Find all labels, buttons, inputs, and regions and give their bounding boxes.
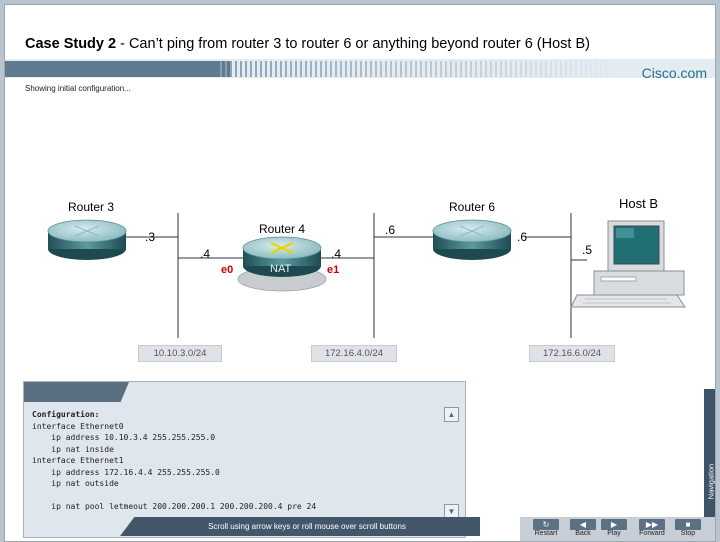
config-line: ip nat inside xyxy=(32,444,114,454)
config-line: ip address 172.16.4.4 255.255.255.0 xyxy=(32,467,220,477)
nat-badge: NAT xyxy=(270,263,291,275)
stop-button[interactable]: ■Stop xyxy=(672,518,704,539)
scroll-up-button[interactable]: ▲ xyxy=(444,407,459,422)
router-4-ip-right: .4 xyxy=(331,247,341,261)
configuration-panel: Configuration: interface Ethernet0 ip ad… xyxy=(23,381,466,538)
router-3-ip: .3 xyxy=(145,230,155,244)
router-3-icon[interactable] xyxy=(47,219,127,260)
config-panel-tab xyxy=(24,382,129,402)
stop-icon: ■ xyxy=(675,519,701,530)
config-text: Configuration: interface Ethernet0 ip ad… xyxy=(32,409,316,513)
page-title: Case Study 2 - Can’t ping from router 3 … xyxy=(25,36,590,52)
config-heading: Configuration: xyxy=(32,410,100,419)
play-icon: ▶ xyxy=(601,519,627,530)
lesson-window: Case Study 2 - Can’t ping from router 3 … xyxy=(4,4,716,542)
restart-label: Restart xyxy=(534,530,558,537)
config-line: ip nat pool letmeout 200.200.200.1 200.2… xyxy=(32,502,317,511)
title-rest: - Can’t ping from router 3 to router 6 o… xyxy=(116,36,590,52)
host-b-ip: .5 xyxy=(582,243,592,257)
config-line: interface Ethernet1 xyxy=(32,456,124,465)
router-4-label: Router 4 xyxy=(259,222,305,236)
back-icon: ◀ xyxy=(570,519,596,530)
navigation-bar: ↻Restart ◀Back ▶Play ▶▶Forward ■Stop xyxy=(520,517,715,541)
host-b-label: Host B xyxy=(619,196,658,211)
forward-button[interactable]: ▶▶Forward xyxy=(636,518,668,539)
header-bar xyxy=(5,59,715,78)
router-3-label: Router 3 xyxy=(68,200,114,214)
port-e0-label: e0 xyxy=(221,264,233,276)
stop-label: Stop xyxy=(680,530,696,537)
router-6-label: Router 6 xyxy=(449,200,495,214)
forward-label: Forward xyxy=(639,530,665,537)
back-button[interactable]: ◀Back xyxy=(567,518,599,539)
play-label: Play xyxy=(607,530,621,537)
title-bold: Case Study 2 xyxy=(25,36,117,52)
network-label-3: 172.16.6.0/24 xyxy=(529,345,615,362)
play-button[interactable]: ▶Play xyxy=(598,518,630,539)
brand-link[interactable]: Cisco.com xyxy=(641,65,707,81)
network-label-2: 172.16.4.0/24 xyxy=(311,345,397,362)
restart-icon: ↻ xyxy=(533,519,559,530)
navigation-tab[interactable]: Navigation xyxy=(704,389,716,517)
scroll-hint: Scroll using arrow keys or roll mouse ov… xyxy=(120,517,480,536)
router-4-icon[interactable] xyxy=(237,236,327,292)
config-line: interface Ethernet0 xyxy=(32,421,124,431)
network-diagram: Router 3 .3 Router 4 NAT .4 .4 e0 e1 Rou… xyxy=(47,196,686,338)
port-e1-label: e1 xyxy=(327,264,339,276)
router-6-ip-left: .6 xyxy=(385,223,395,237)
back-label: Back xyxy=(575,530,591,537)
forward-icon: ▶▶ xyxy=(639,519,665,530)
scroll-down-button[interactable]: ▼ xyxy=(444,504,459,519)
status-text: Showing initial configuration... xyxy=(25,84,131,93)
config-line: ip nat outside xyxy=(32,479,119,488)
router-4-ip-left: .4 xyxy=(200,247,210,261)
config-line: ip address 10.10.3.4 255.255.255.0 xyxy=(32,433,216,442)
scroll-hint-text: Scroll using arrow keys or roll mouse ov… xyxy=(208,522,406,531)
host-b-computer-icon[interactable] xyxy=(570,220,686,308)
router-6-ip-right: .6 xyxy=(517,230,527,244)
navigation-tab-label: Navigation xyxy=(706,463,716,500)
network-links xyxy=(125,213,587,338)
network-label-1: 10.10.3.0/24 xyxy=(138,345,222,362)
restart-button[interactable]: ↻Restart xyxy=(530,518,562,539)
router-6-icon[interactable] xyxy=(432,219,512,260)
